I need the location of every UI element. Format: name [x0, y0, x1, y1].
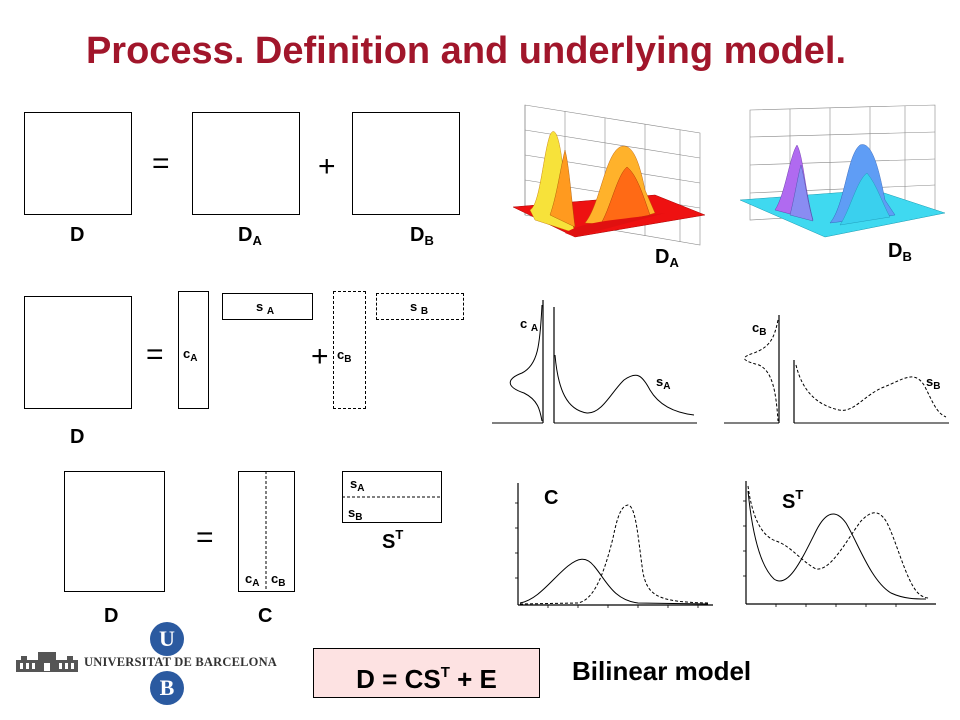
- label-surface-da: DA: [655, 246, 679, 270]
- label-sb: s B: [410, 299, 429, 317]
- surface-plot-a: [512, 104, 706, 246]
- label-db: DB: [410, 224, 434, 248]
- label-profile-sb: sB: [926, 374, 941, 392]
- matrix-d-row3: [64, 471, 165, 592]
- matrix-db: [352, 112, 460, 215]
- logo-u-seal: U: [150, 622, 184, 656]
- page-title: Process. Definition and underlying model…: [85, 30, 847, 72]
- label-c-cb: cB: [271, 571, 286, 589]
- matrix-d-row2: [24, 296, 132, 409]
- vector-cb: [333, 291, 366, 409]
- plus-sign: +: [318, 150, 336, 183]
- vector-sa: [222, 293, 313, 320]
- matrix-d: [24, 112, 132, 215]
- label-ca: cA: [183, 346, 198, 364]
- plus-sign: +: [311, 340, 329, 373]
- label-d-row3: D: [104, 605, 119, 627]
- surface-a-mesh: [512, 131, 706, 238]
- bilinear-model-label: Bilinear model: [572, 656, 752, 686]
- university-name: UNIVERSITAT DE BARCELONA: [84, 655, 278, 669]
- label-sa: s A: [256, 299, 275, 317]
- label-st-sa: sA: [350, 476, 365, 494]
- label-c-plot: C: [544, 487, 559, 509]
- profile-plot-b: [724, 315, 949, 424]
- vector-ca: [178, 291, 209, 409]
- label-d-row2: D: [70, 426, 85, 448]
- matrix-c-divider: [265, 471, 267, 592]
- matrix-st-divider: [342, 496, 442, 498]
- university-building-icon: [16, 652, 78, 672]
- label-profile-ca: c A: [520, 316, 539, 334]
- logo-b-seal: B: [150, 671, 184, 705]
- matrix-da: [192, 112, 300, 215]
- equals-sign: =: [152, 147, 170, 180]
- label-profile-sa: sA: [656, 374, 671, 392]
- label-profile-cb: cB: [752, 320, 767, 338]
- equals-sign: =: [146, 338, 164, 371]
- label-da: DA: [238, 224, 262, 248]
- label-st-sb: sB: [348, 505, 363, 523]
- st-profile-plot: [743, 481, 936, 607]
- label-surface-db: DB: [888, 240, 912, 264]
- surface-plot-b: [739, 104, 946, 238]
- equation-box: D = CST + E: [313, 648, 540, 698]
- label-cb: cB: [337, 347, 352, 365]
- surface-b-mesh: [739, 144, 946, 238]
- label-st: ST: [382, 527, 404, 553]
- equals-sign: =: [196, 521, 214, 554]
- profile-plot-a: [492, 300, 697, 424]
- vector-sb: [376, 293, 464, 320]
- label-c: C: [258, 605, 273, 627]
- label-d: D: [70, 224, 85, 246]
- label-st-plot: ST: [782, 487, 804, 513]
- c-profile-plot: [515, 483, 713, 608]
- label-c-ca: cA: [245, 571, 260, 589]
